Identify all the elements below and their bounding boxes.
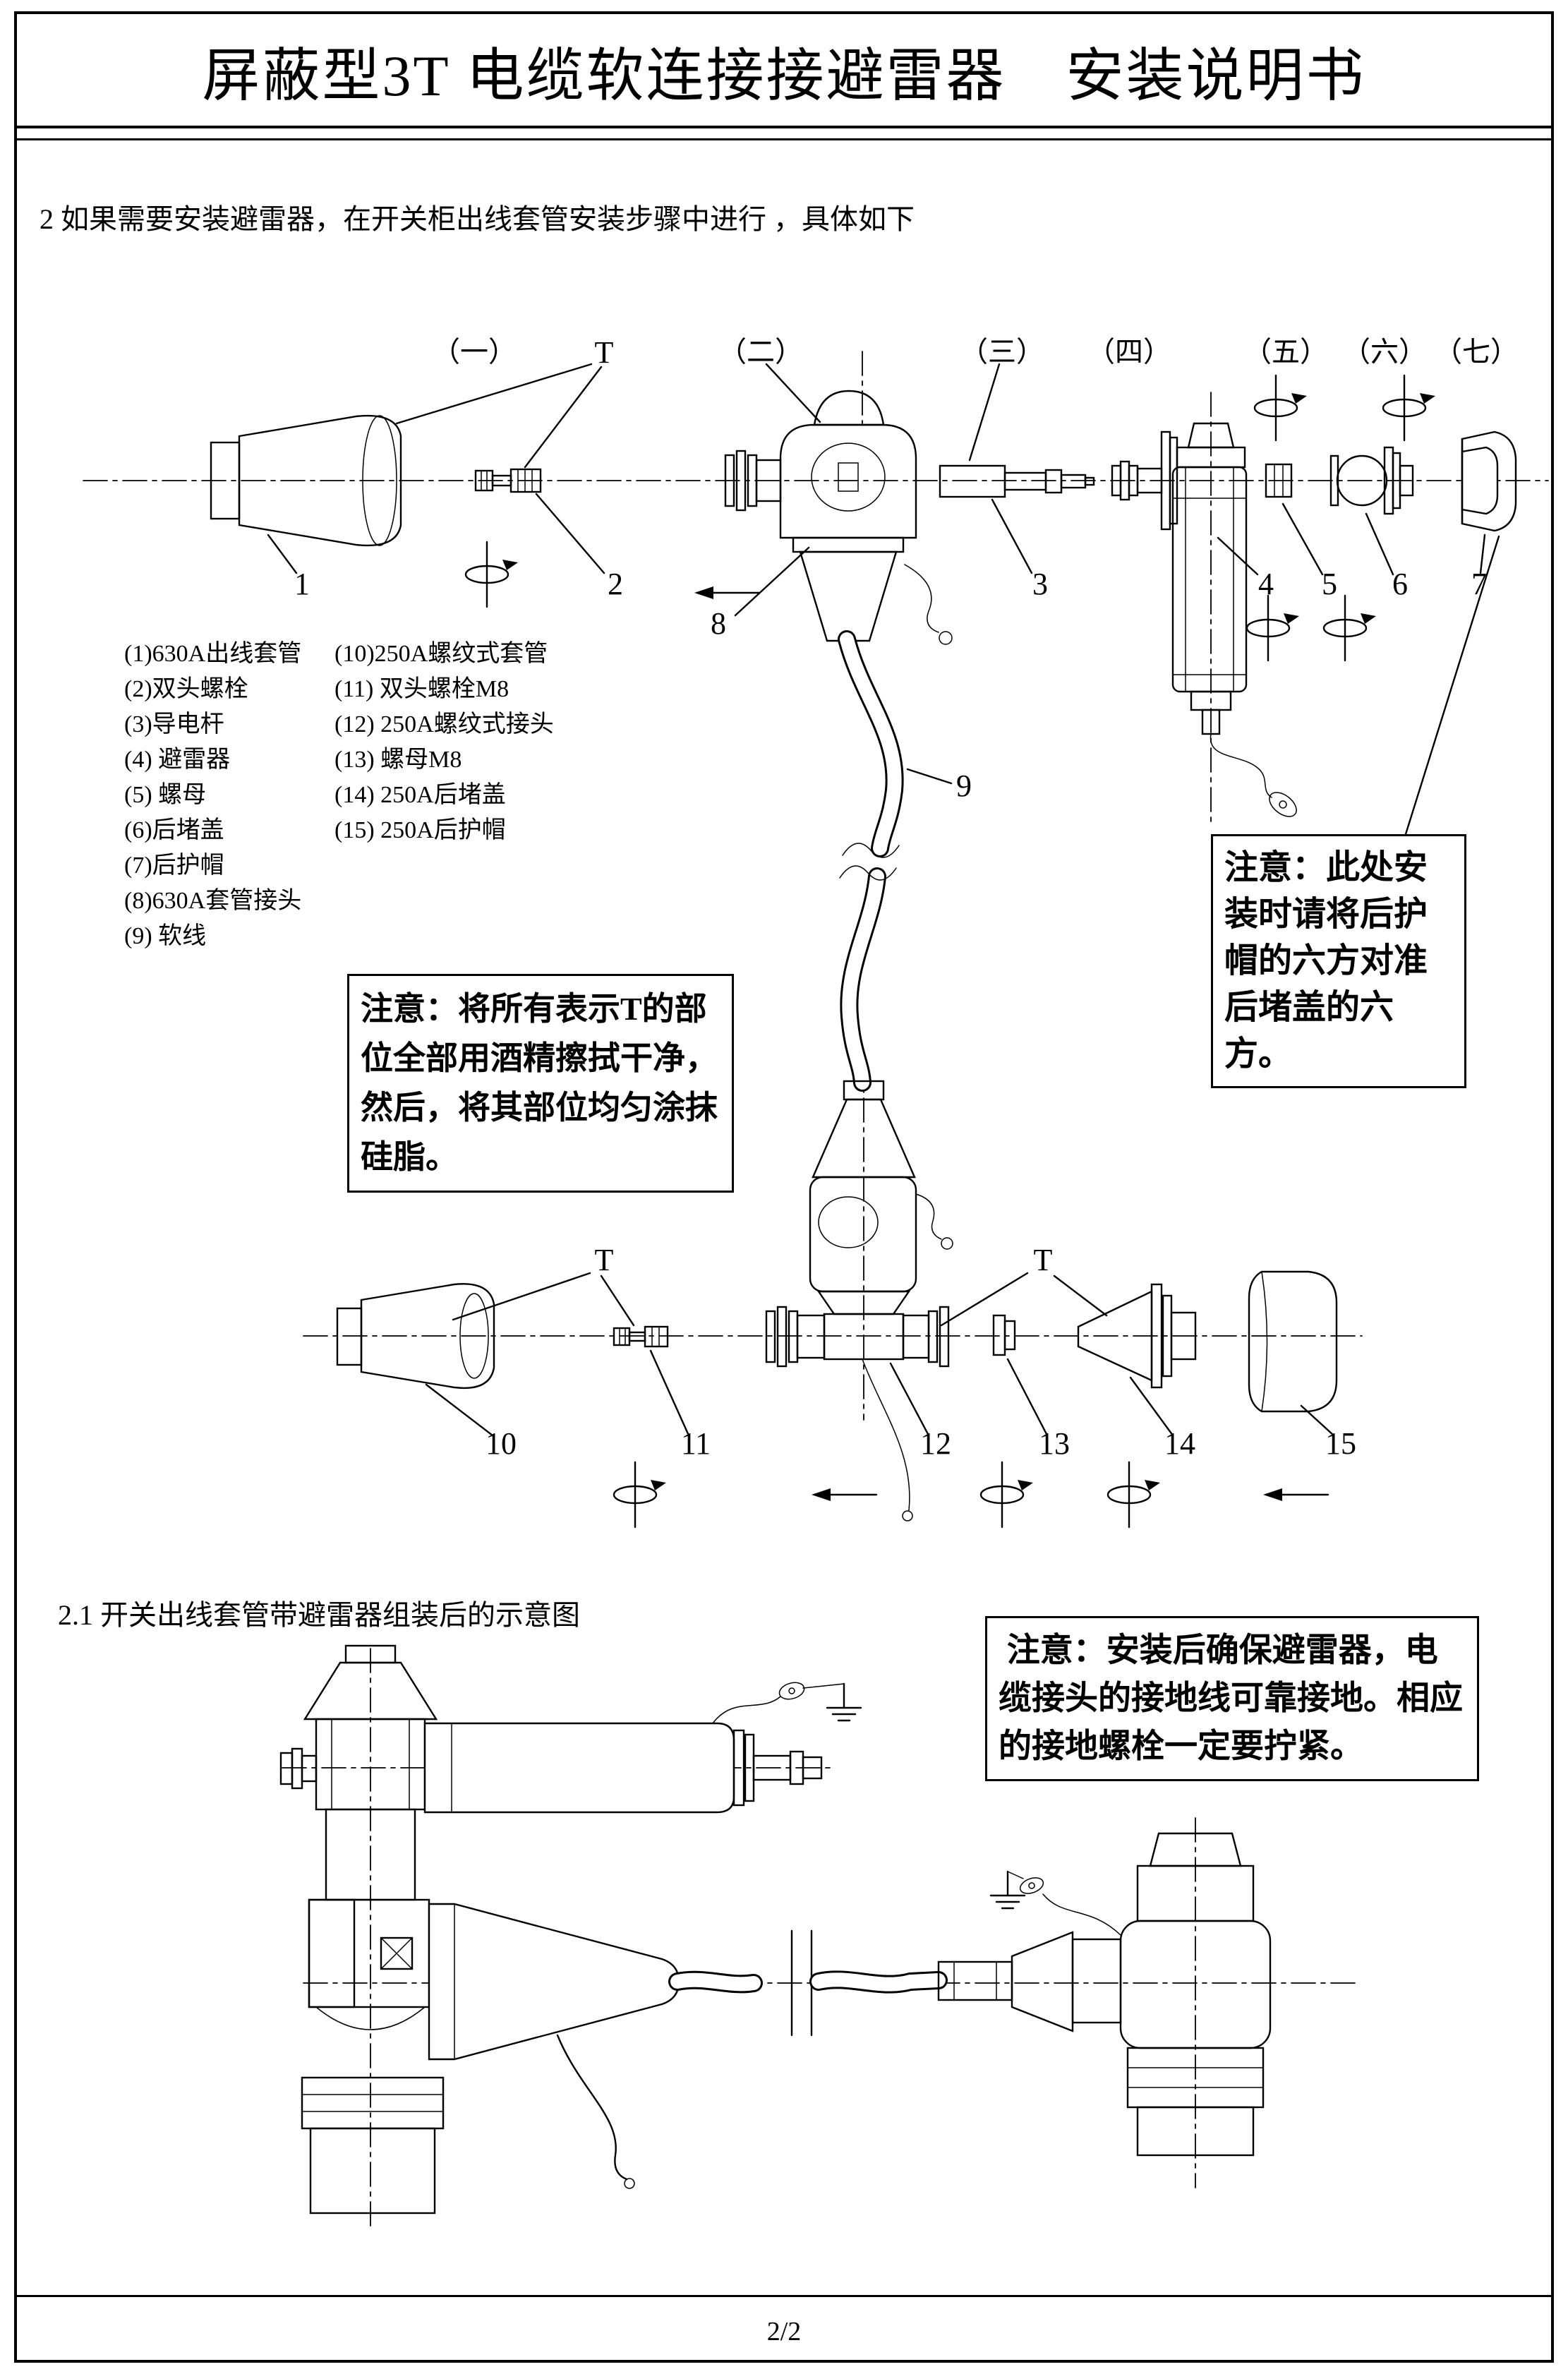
- part-13-nut-m8: [992, 1314, 1016, 1356]
- part-9-flexible-cable: [838, 630, 904, 1092]
- parts-list-item: (4) 避雷器: [124, 747, 231, 773]
- title-bar: 屏蔽型3T 电缆软连接接避雷器 安装说明书: [14, 11, 1554, 128]
- parts-list-item: (9) 软线: [124, 923, 207, 949]
- parts-list-item: (1)630A出线套管: [124, 641, 302, 667]
- parts-list-column-2: (10)250A螺纹式套管 (11) 双头螺栓M8 (12) 250A螺纹式接头…: [334, 637, 659, 848]
- part-5-nut: [1265, 463, 1293, 498]
- part-number-5: 5: [1322, 567, 1337, 601]
- page-number: 2/2: [766, 2317, 802, 2346]
- seq-label-3: （三）: [960, 336, 1044, 368]
- part-number-14: 14: [1164, 1426, 1195, 1461]
- part-number-3: 3: [1032, 567, 1048, 601]
- ground-lug: [1019, 1877, 1044, 1894]
- note-alcohol-silicone: 注意：将所有表示T的部位全部用酒精擦拭干净，然后，将其部位均匀涂抹硅脂。: [347, 974, 734, 1193]
- parts-list-item: (11) 双头螺栓M8: [334, 676, 509, 702]
- part-number-7: 7: [1471, 567, 1487, 601]
- part-number-2: 2: [608, 567, 623, 601]
- footer-divider-line: [14, 2295, 1554, 2297]
- seq-label-4: （四）: [1087, 336, 1171, 368]
- part-number-labels: 1 2 3 4 5 6 7 8 9 10 11 12 13 14 15: [294, 567, 1487, 1461]
- title-divider-line: [14, 138, 1554, 140]
- section-21-heading: 2.1 开关出线套管带避雷器组装后的示意图: [58, 1599, 580, 1631]
- parts-list-item: (12) 250A螺纹式接头: [334, 711, 554, 737]
- seq-label-2: （二）: [718, 336, 803, 368]
- parts-list-item: (13) 螺母M8: [334, 747, 462, 773]
- parts-list-item: (8)630A套管接头: [124, 888, 302, 914]
- part-number-8: 8: [711, 606, 726, 641]
- part-8-bushing-connector-630a: [724, 390, 953, 645]
- sequence-labels: （一） T （二） （三） （四） （五） （六） （七） T T: [432, 335, 1519, 1277]
- t-mark-row2-right: T: [1034, 1243, 1053, 1277]
- part-2-stud: [474, 468, 542, 493]
- part-6-rear-plug: [1329, 446, 1414, 515]
- part-number-9: 9: [956, 769, 972, 803]
- parts-list-item: (6)后堵盖: [124, 817, 224, 843]
- part-number-13: 13: [1039, 1426, 1070, 1461]
- t-mark-top: T: [595, 335, 614, 370]
- parts-list-item: (14) 250A后堵盖: [334, 782, 506, 808]
- part-15-rear-cap-250a: [1248, 1270, 1338, 1413]
- section-2-heading: 2 如果需要安装避雷器，在开关柜出线套管安装步骤中进行 ，具体如下: [40, 203, 915, 235]
- seq-label-6: （六）: [1342, 336, 1427, 368]
- part-number-15: 15: [1325, 1426, 1356, 1461]
- t-mark-row2-left: T: [595, 1243, 614, 1277]
- seq-label-1: （一）: [432, 336, 517, 368]
- seq-label-5: （五）: [1243, 336, 1328, 368]
- part-7-rear-cap: [1461, 430, 1517, 532]
- leader-lines: [267, 363, 1500, 1437]
- part-number-10: 10: [486, 1426, 517, 1461]
- parts-list-item: (2)双头螺栓: [124, 676, 248, 702]
- part-10-threaded-bushing-250a: [336, 1283, 495, 1390]
- part-number-6: 6: [1392, 567, 1408, 601]
- parts-list-column-1: (1)630A出线套管 (2)双头螺栓 (3)导电杆 (4) 避雷器 (5) 螺…: [124, 637, 329, 954]
- part-11-stud-m8: [613, 1325, 669, 1348]
- part-number-11: 11: [681, 1426, 711, 1461]
- part-1-outlet-bushing-630a: [210, 415, 402, 547]
- parts-list-item: (10)250A螺纹式套管: [334, 641, 548, 667]
- page-title: 屏蔽型3T 电缆软连接接避雷器 安装说明书: [202, 43, 1366, 108]
- parts-list-item: (15) 250A后护帽: [334, 817, 506, 843]
- seq-label-7: （七）: [1434, 336, 1519, 368]
- note-grounding: 注意：安装后确保避雷器，电缆接头的接地线可靠接地。相应的接地螺栓一定要拧紧。: [985, 1616, 1479, 1781]
- part-3-conductive-rod: [939, 464, 1095, 498]
- part-14-rear-plug-250a: [1077, 1283, 1197, 1389]
- part-number-4: 4: [1258, 567, 1274, 601]
- ground-lug: [1269, 792, 1297, 817]
- part-number-1: 1: [294, 567, 310, 601]
- parts-list-item: (7)后护帽: [124, 852, 224, 879]
- parts-list-item: (3)导电杆: [124, 711, 224, 737]
- note-hex-alignment: 注意：此处安装时请将后护帽的六方对准后堵盖的六方。: [1211, 834, 1466, 1088]
- assembled-view: [279, 1644, 1272, 2215]
- part-12-threaded-connector-250a: [765, 1080, 953, 1522]
- ground-lug: [778, 1682, 805, 1700]
- part-number-12: 12: [920, 1426, 951, 1461]
- parts-list-item: (5) 螺母: [124, 782, 207, 808]
- part-4-arrester: [1111, 422, 1297, 817]
